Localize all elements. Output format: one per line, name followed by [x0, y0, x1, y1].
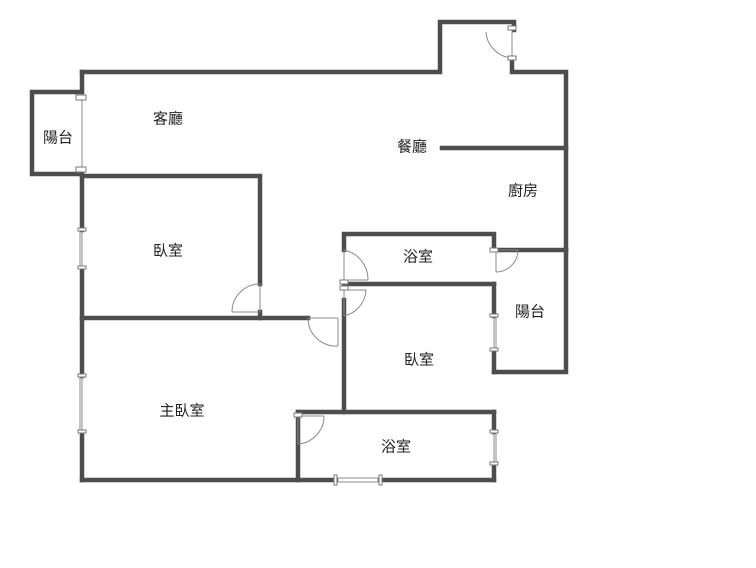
- master-bedroom-door-icon: [307, 317, 339, 347]
- room-label-bathroom-2: 浴室: [381, 438, 411, 456]
- room-label-dining-room: 餐廳: [397, 138, 427, 156]
- bathroom-1-door-icon: [339, 249, 369, 285]
- room-label-living-room: 客廳: [153, 110, 183, 128]
- room-label-bathroom-1: 浴室: [403, 248, 433, 266]
- bedroom-2-door-icon: [339, 285, 367, 317]
- room-label-balcony-right: 陽台: [515, 303, 545, 321]
- room-label-kitchen: 廚房: [508, 182, 538, 200]
- balcony-door-icon: [489, 247, 519, 273]
- interior-walls: [79, 145, 569, 435]
- room-labels: 客廳 餐廳 廚房 陽台 陽台 臥室 臥室 主臥室 浴室 浴室: [43, 110, 545, 456]
- room-label-balcony-left: 陽台: [43, 129, 73, 147]
- bathroom-2-door-icon: [293, 412, 325, 445]
- doors: [231, 25, 519, 445]
- exterior-walls: [29, 19, 569, 483]
- windows: [75, 94, 499, 486]
- room-label-master-bedroom: 主臥室: [159, 402, 204, 420]
- room-label-bedroom-1: 臥室: [153, 242, 183, 260]
- room-label-bedroom-2: 臥室: [404, 351, 434, 369]
- entrance-door-icon: [485, 25, 517, 61]
- bedroom-1-door-icon: [231, 283, 261, 313]
